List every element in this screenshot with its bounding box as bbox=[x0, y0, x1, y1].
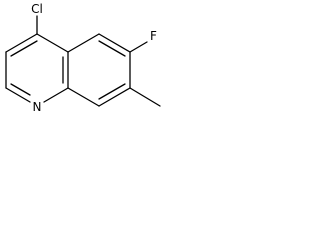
bond-c7-methyl bbox=[129, 87, 161, 107]
bond-c4-c3 bbox=[5, 33, 38, 53]
bond-c5-c6-inner bbox=[98, 40, 126, 57]
fluorine-atom-label: F bbox=[150, 29, 157, 43]
quinoline-structure-diagram: Cl F N bbox=[5, 2, 161, 114]
bond-c8-c8a bbox=[67, 87, 100, 107]
nitrogen-atom-label: N bbox=[33, 100, 42, 114]
bond-c7-c8-inner bbox=[98, 83, 126, 100]
bond-c4a-c5 bbox=[67, 33, 100, 53]
bond-c3-c4-inner bbox=[10, 40, 38, 57]
bond-c2-n1 bbox=[5, 87, 31, 103]
bond-c4-c4a bbox=[36, 33, 69, 53]
bond-n1-c8a bbox=[43, 87, 69, 103]
bond-c7-c8 bbox=[98, 87, 131, 107]
bond-c6-f bbox=[129, 41, 148, 53]
bond-c5-c6 bbox=[98, 33, 131, 53]
chlorine-atom-label: Cl bbox=[31, 2, 43, 16]
bond-c2-n1-inner bbox=[10, 83, 31, 96]
